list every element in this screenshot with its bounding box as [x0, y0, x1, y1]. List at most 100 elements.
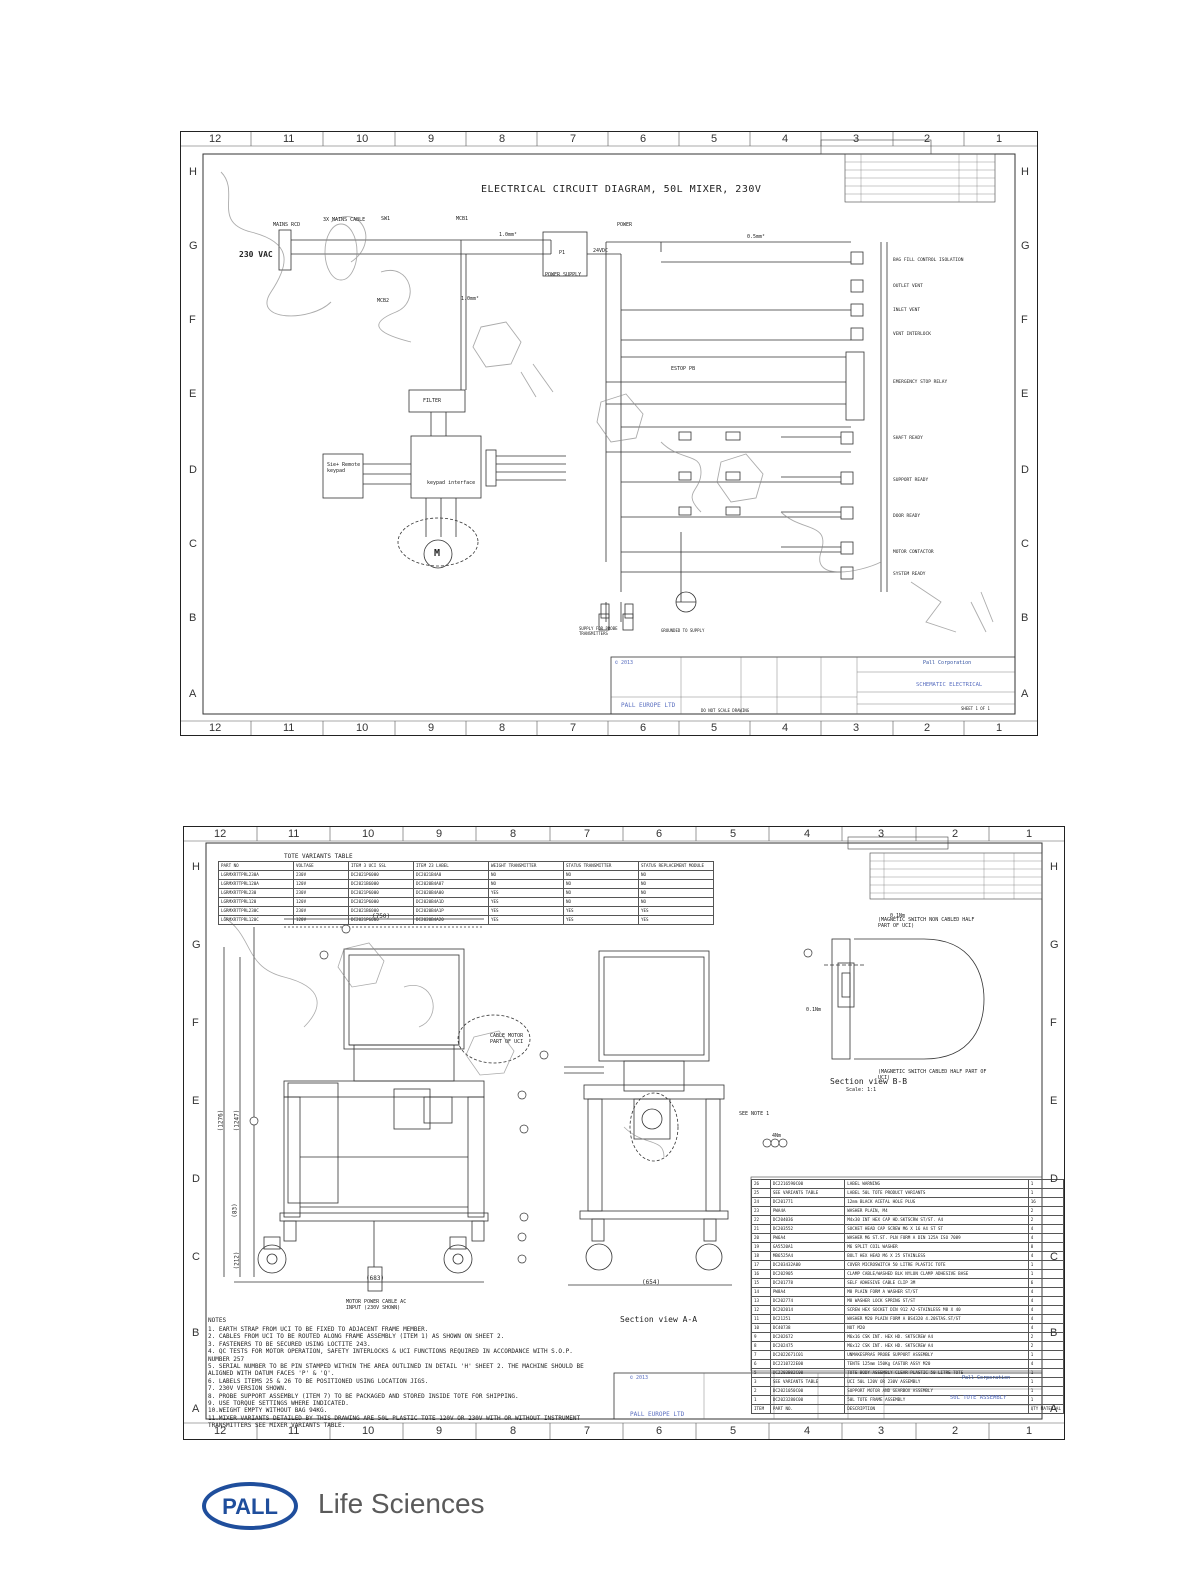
- table-cell: LABEL WARNING: [844, 1179, 1029, 1189]
- table-cell: 5: [751, 1368, 771, 1378]
- note-item: 8. PROBE SUPPORT ASSEMBLY (ITEM 7) TO BE…: [208, 1392, 519, 1400]
- schematic-drawing: [181, 132, 1037, 735]
- table-cell: DC2210722E00: [769, 1359, 846, 1369]
- table-cell: 22: [751, 1215, 771, 1225]
- table-cell: M6x16 CSK INT. HEX HD. SKTSCREW A4: [844, 1332, 1029, 1342]
- variants-table-title: TOTE VARIANTS TABLE: [284, 853, 353, 860]
- sw1-label: SW1: [381, 216, 391, 222]
- table-cell: MB6525A4: [769, 1251, 846, 1261]
- table-cell: 120V: [293, 915, 349, 925]
- column-number: 11: [288, 828, 300, 840]
- note-item: 4. QC TESTS FOR MOTOR OPERATION, SAFETY …: [208, 1348, 573, 1356]
- table-cell: DC203552: [769, 1224, 846, 1234]
- table-cell: DC201771: [769, 1197, 846, 1207]
- table-cell: DC203432A00: [769, 1260, 846, 1270]
- table-cell: 24: [751, 1197, 771, 1207]
- table-cell: 4: [1027, 1323, 1065, 1333]
- table-cell: 2: [751, 1386, 771, 1396]
- table-header-cell: PART NO: [218, 861, 294, 871]
- table-cell: SCREW HEX SOCKET DIN 912 A2-STAINLESS M8…: [844, 1305, 1029, 1315]
- table-cell: 4: [1027, 1305, 1065, 1315]
- table-cell: DC2216590C00: [769, 1179, 846, 1189]
- note-item: 6. LABELS ITEMS 25 & 26 TO BE POSITIONED…: [208, 1377, 429, 1385]
- row-letter: G: [192, 939, 201, 951]
- column-number: 9: [436, 1425, 443, 1437]
- height-dimension-3: (83): [231, 1203, 239, 1218]
- table-cell: 1: [1027, 1350, 1065, 1360]
- table-cell: LGRMXR7TPRL120C: [218, 915, 294, 925]
- table-cell: 1: [1027, 1386, 1065, 1396]
- pall-logo-icon: PALL: [202, 1482, 298, 1530]
- power-supply-label: POWER SUPPLY: [545, 272, 582, 278]
- table-cell: GA5520A1: [769, 1242, 846, 1252]
- table-cell: LGRMXR7TPRL230A: [218, 870, 294, 880]
- dc-voltage-label: 24VDC: [593, 248, 609, 254]
- column-number: 11: [283, 722, 295, 734]
- row-letter: D: [1021, 464, 1029, 476]
- table-cell: NO: [638, 897, 714, 907]
- table-cell: 20: [751, 1233, 771, 1243]
- table-cell: QTY MATERIAL: [1027, 1404, 1065, 1414]
- schematic-title: ELECTRICAL CIRCUIT DIAGRAM, 50L MIXER, 2…: [481, 184, 762, 195]
- table-header-row: PART NO VOLTAGE ITEM 3 UCI SSL ITEM 23 L…: [218, 861, 714, 871]
- column-number: 2: [952, 1425, 959, 1437]
- table-cell: TENTE 125mm 150Kg CASTOR ASSY M20: [844, 1359, 1029, 1369]
- table-cell: DC2020B4A20: [413, 915, 489, 925]
- table-cell: PW8A4: [769, 1287, 846, 1297]
- probe-supply-label: SUPPLY FOR PROBE TRANSMITTERS: [579, 626, 618, 636]
- table-cell: M6 SPLIT COIL WASHER: [844, 1242, 1029, 1252]
- power-label: POWER: [617, 222, 633, 228]
- table-cell: M8 PLAIN FORM A WASHER ST/ST: [844, 1287, 1029, 1297]
- row-letter: B: [189, 612, 197, 624]
- row-letter: H: [192, 861, 200, 873]
- column-number: 12: [209, 722, 222, 734]
- table-cell: 11: [751, 1314, 771, 1324]
- table-cell: DC202475: [769, 1341, 846, 1351]
- table-cell: DC2021B4A0: [413, 870, 489, 880]
- table-cell: DC202905: [769, 1269, 846, 1279]
- table-cell: 230V: [293, 888, 349, 898]
- output-label: EMERGENCY STOP RELAY: [893, 380, 948, 385]
- note-item: ALIGNED WITH DATUM FACES 'P' & 'Q'.: [208, 1370, 335, 1378]
- table-cell: YES: [488, 897, 564, 907]
- table-cell: 1: [1027, 1395, 1065, 1405]
- column-number: 4: [804, 1425, 811, 1437]
- note-item: TRANSMITTERS SEE MIXER VARIANTS TABLE.: [208, 1422, 346, 1430]
- table-header-cell: WEIGHT TRANSMITTER: [488, 861, 564, 871]
- height-dimension-4: (212): [233, 1251, 241, 1270]
- row-letter: A: [1021, 688, 1029, 700]
- supply-voltage-label: 230 VAC: [239, 250, 273, 259]
- table-cell: NO: [563, 897, 639, 907]
- row-letter: F: [189, 314, 196, 326]
- table-cell: DC202774: [769, 1296, 846, 1306]
- column-number: 10: [356, 133, 369, 145]
- output-label: DOOR READY: [893, 514, 921, 519]
- keypad-interface-label: keypad interface: [427, 480, 476, 486]
- magnetic-switch-cabled-callout: (MAGNETIC SWITCH CABLED HALF PART OF UCI…: [878, 1069, 987, 1081]
- table-cell: DC2021P6000: [348, 897, 414, 907]
- column-number: 9: [436, 828, 443, 840]
- column-number: 8: [510, 828, 517, 840]
- column-number: 2: [924, 133, 931, 145]
- table-cell: SELF ADHESIVE CABLE CLIP 3M: [844, 1278, 1029, 1288]
- row-letter: B: [192, 1327, 200, 1339]
- column-number: 10: [362, 828, 375, 840]
- column-number: 7: [570, 133, 577, 145]
- height-dimension-2: (1247): [233, 1109, 241, 1132]
- table-cell: LGRMXR7TPRL120A: [218, 879, 294, 889]
- table-cell: 6: [751, 1359, 771, 1369]
- column-number: 4: [804, 828, 811, 840]
- table-cell: DC40738: [769, 1323, 846, 1333]
- column-number: 6: [640, 722, 647, 734]
